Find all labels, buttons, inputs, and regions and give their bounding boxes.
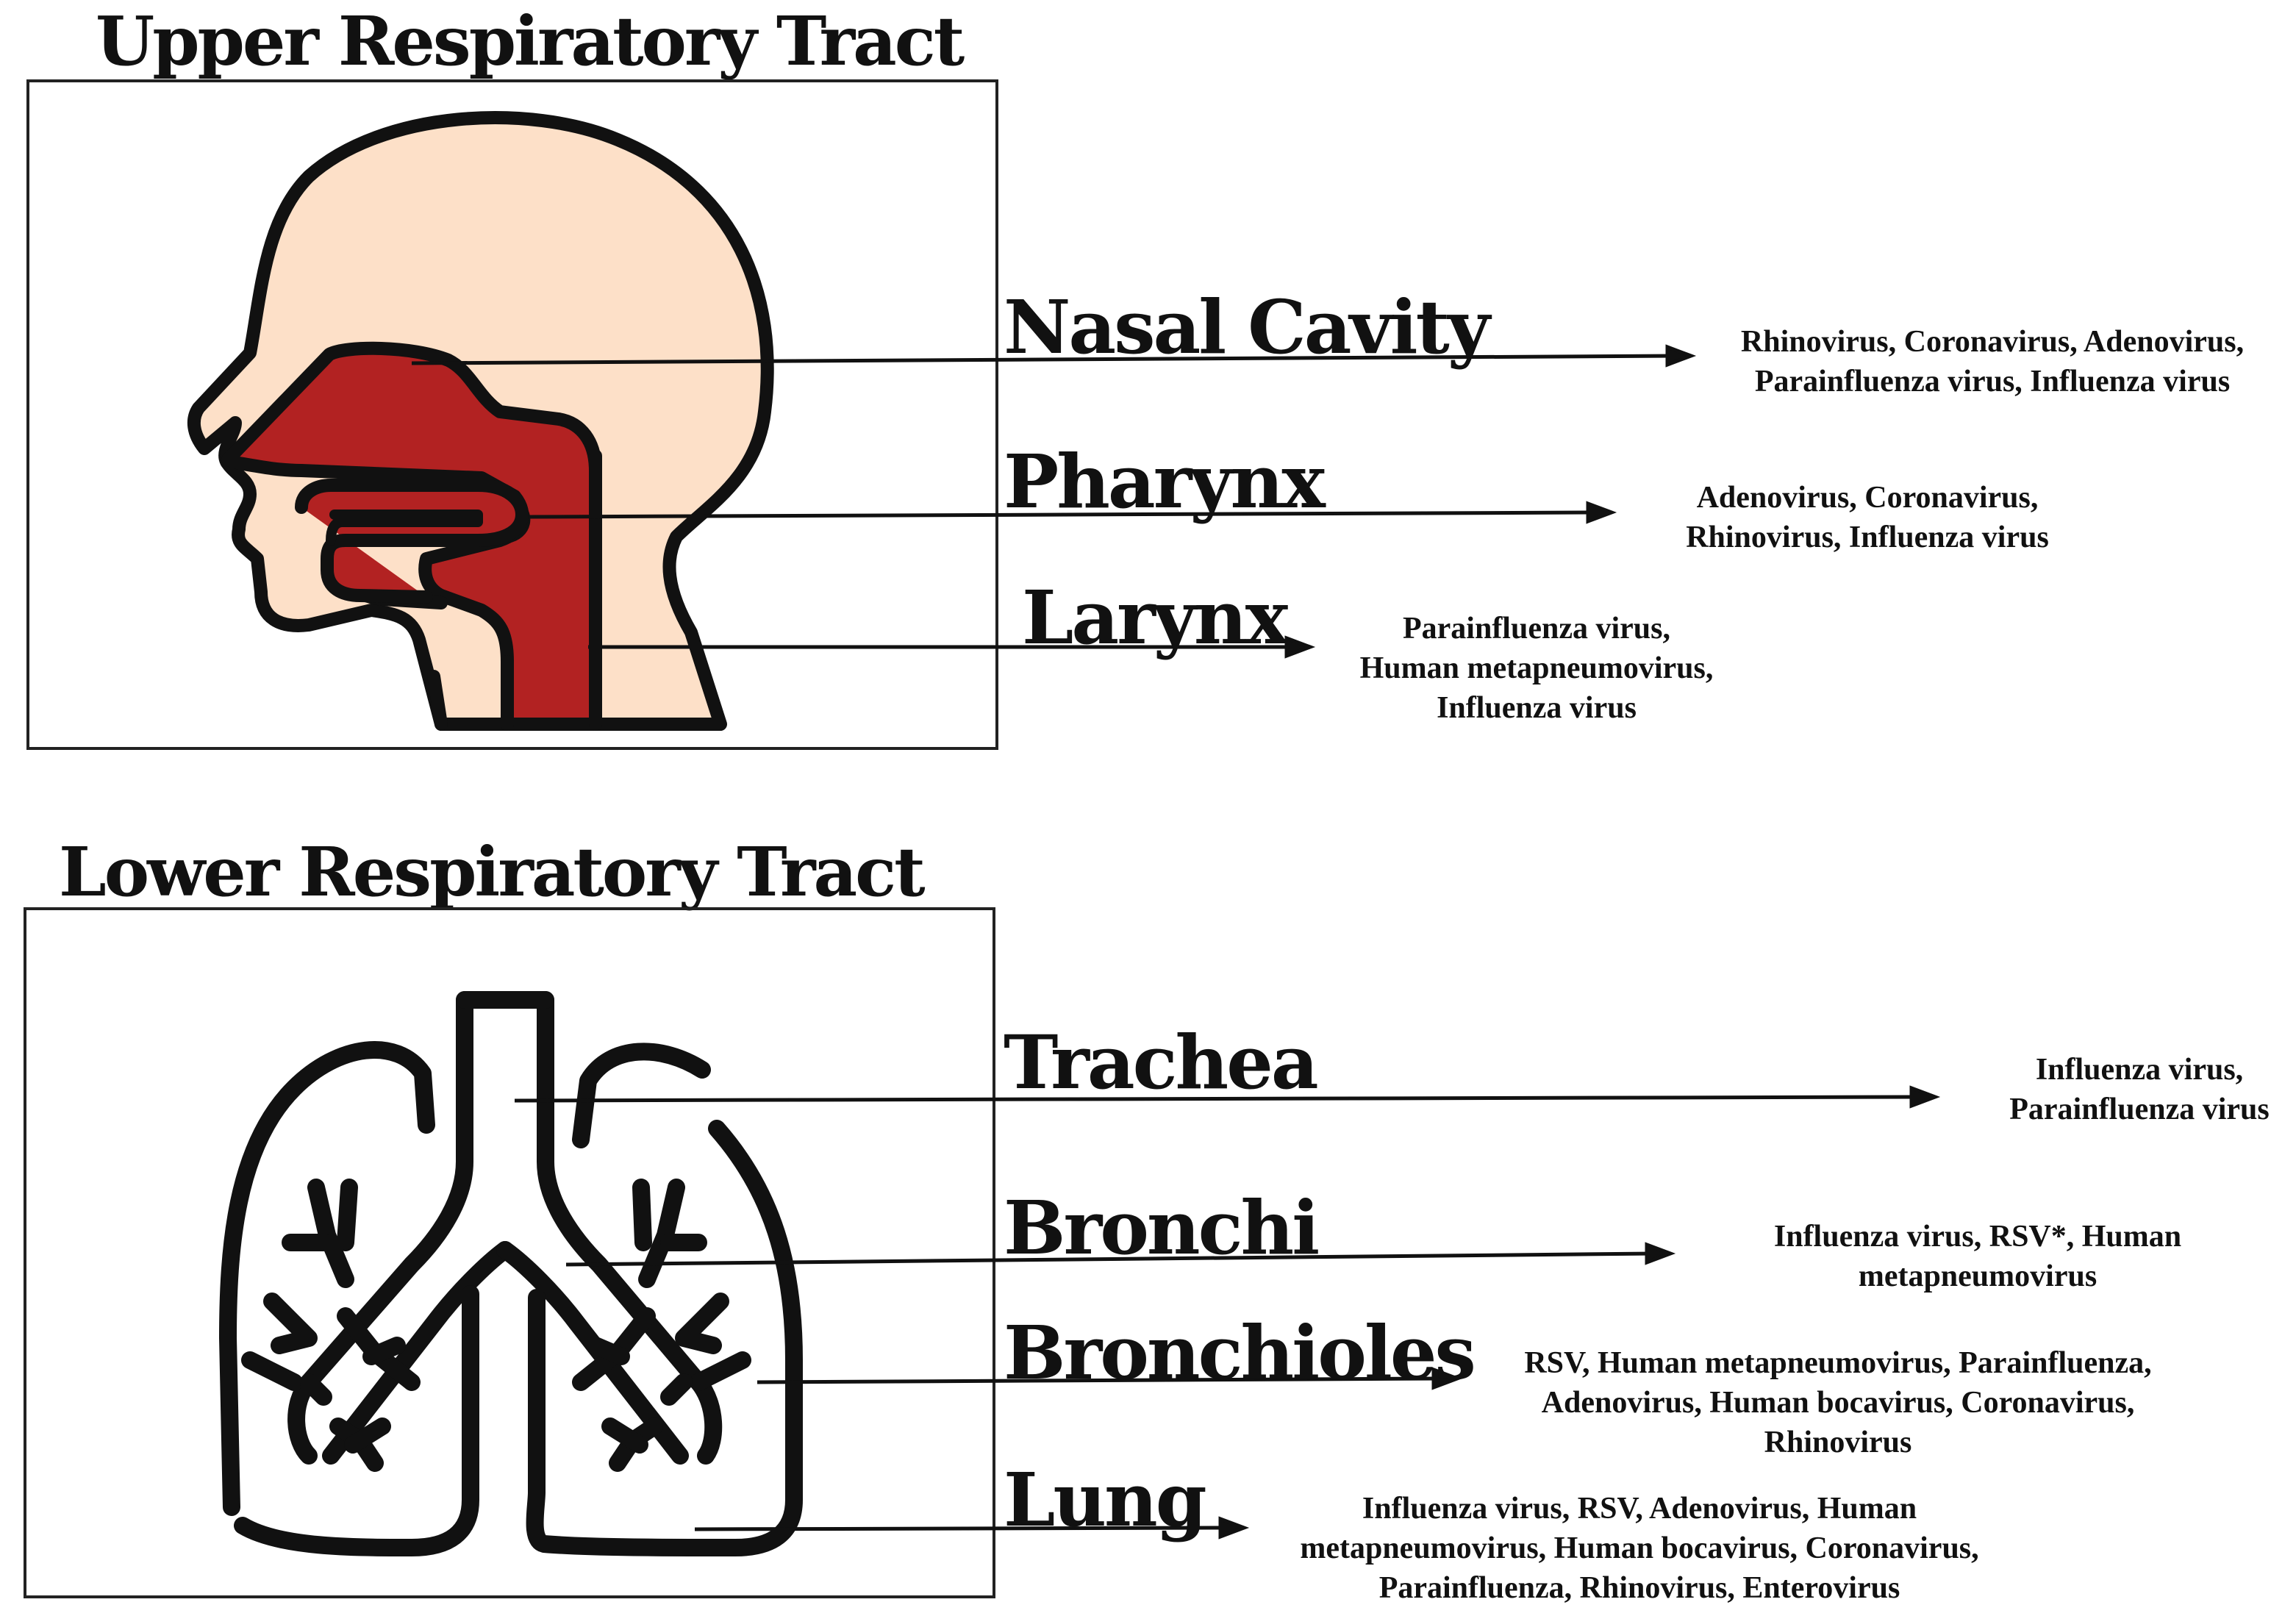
label-trachea: Trachea — [1004, 1019, 1319, 1106]
upper-tract-title: Upper Respiratory Tract — [96, 1, 965, 81]
arrowhead-trachea — [1909, 1085, 1941, 1109]
upper-tract-panel — [26, 79, 998, 750]
virus-line: Influenza virus, RSV*, Human — [1773, 1220, 2182, 1254]
virus-line: Rhinovirus, Influenza virus — [1686, 521, 2049, 554]
head-profile-icon — [187, 111, 774, 731]
lower-tract-panel — [24, 907, 995, 1598]
arrowhead-nasal-cavity — [1665, 344, 1697, 368]
viruses-pharynx: Adenovirus, Coronavirus, Rhinovirus, Inf… — [1625, 478, 2110, 557]
leader-pharynx — [529, 510, 1596, 519]
label-lung: Lung — [1004, 1456, 1207, 1543]
virus-line: Influenza virus, — [2035, 1053, 2244, 1087]
virus-line: Parainfluenza virus — [2009, 1093, 2270, 1126]
viruses-bronchioles: RSV, Human metapneumovirus, Parainfluenz… — [1470, 1343, 2206, 1462]
leader-nasal-cavity — [411, 354, 1677, 365]
virus-line: Adenovirus, Coronavirus, — [1696, 481, 2039, 515]
virus-line: Influenza virus, RSV, Adenovirus, Human — [1362, 1492, 1917, 1526]
arrowhead-larynx — [1284, 635, 1316, 659]
virus-line: Parainfluenza, Rhinovirus, Enterovirus — [1378, 1571, 1900, 1605]
virus-line: Parainfluenza virus, — [1403, 612, 1670, 646]
leader-lines — [411, 344, 1941, 1540]
lower-tract-title: Lower Respiratory Tract — [59, 832, 926, 912]
arrowhead-bronchi — [1645, 1242, 1676, 1265]
arrowhead-pharynx — [1586, 501, 1617, 524]
label-bronchioles: Bronchioles — [1004, 1309, 1476, 1396]
arrowhead-lung — [1218, 1516, 1250, 1540]
virus-line: Rhinovirus — [1764, 1426, 1912, 1459]
leader-trachea — [514, 1095, 1920, 1103]
virus-line: Adenovirus, Human bocavirus, Coronavirus… — [1541, 1386, 2135, 1420]
label-pharynx: Pharynx — [1004, 438, 1326, 525]
label-larynx: Larynx — [1022, 574, 1289, 661]
virus-line: metapneumovirus — [1858, 1259, 2097, 1293]
viruses-trachea: Influenza virus, Parainfluenza virus — [1985, 1050, 2294, 1129]
viruses-larynx: Parainfluenza virus, Human metapneumovir… — [1323, 609, 1750, 728]
viruses-lung: Influenza virus, RSV, Adenovirus, Human … — [1250, 1489, 2029, 1608]
label-bronchi: Bronchi — [1004, 1184, 1320, 1271]
virus-line: Influenza virus — [1437, 691, 1637, 725]
virus-line: Human metapneumovirus, — [1359, 651, 1714, 685]
virus-line: Rhinovirus, Coronavirus, Adenovirus, — [1740, 325, 2245, 359]
viruses-nasal-cavity: Rhinovirus, Coronavirus, Adenovirus, Par… — [1706, 322, 2279, 401]
virus-line: Parainfluenza virus, Influenza virus — [1754, 365, 2231, 398]
leader-bronchi — [565, 1251, 1655, 1267]
virus-line: RSV, Human metapneumovirus, Parainfluenz… — [1524, 1346, 2152, 1380]
leader-bronchioles — [757, 1376, 1442, 1384]
arrowhead-bronchioles — [1431, 1367, 1463, 1390]
label-nasal-cavity: Nasal Cavity — [1004, 284, 1490, 371]
lungs-icon — [219, 991, 803, 1556]
leader-lung — [694, 1526, 1229, 1531]
viruses-bronchi: Influenza virus, RSV*, Human metapneumov… — [1728, 1217, 2228, 1296]
virus-line: metapneumovirus, Human bocavirus, Corona… — [1300, 1531, 1979, 1565]
